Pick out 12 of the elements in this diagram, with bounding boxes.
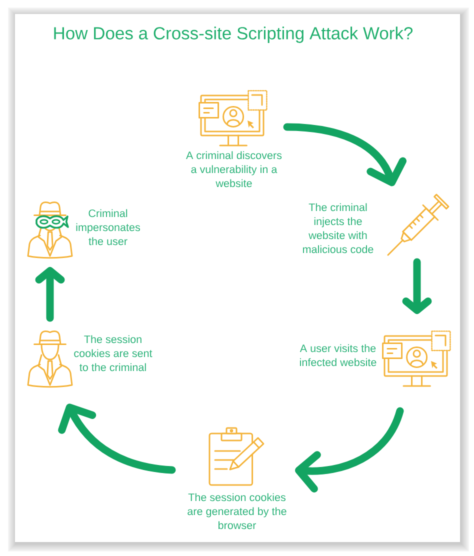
- step-caption: The session cookies are generated by the browser: [188, 493, 286, 530]
- step-caption: The session cookies are sent to the criminal: [74, 335, 152, 372]
- step-caption: The criminal injects the website with malicious code: [303, 203, 374, 254]
- step-caption: Criminal impersonates the user: [76, 209, 140, 246]
- curved-arrow: [58, 404, 176, 474]
- step-caption: A user visits the infected website: [300, 344, 376, 366]
- arrow: [402, 258, 432, 314]
- diagram-title: How Does a Cross-site Scripting Attack Work?: [54, 26, 413, 43]
- curved-arrow: [283, 123, 406, 186]
- curved-arrow: [295, 407, 404, 492]
- arrow: [35, 267, 65, 322]
- step-caption: A criminal discovers a vulnerability in a website: [186, 151, 282, 188]
